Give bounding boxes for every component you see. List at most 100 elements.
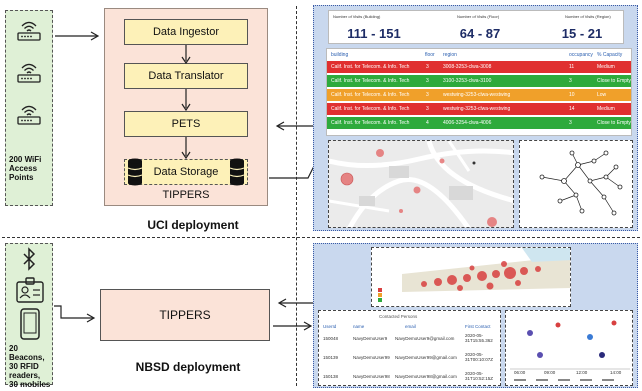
timeline-tick: 06:00 [514,370,526,375]
kpi-value: 111 - 151 [347,26,401,41]
vertical-separator [296,6,297,386]
kpi-title: Number of Visits (Region) [565,14,611,19]
graph-drawing [539,150,623,216]
table-header-occupancy[interactable]: occupancy [569,52,593,58]
contacted-persons-table: Contacted Persons UserId name email Firs… [318,310,501,386]
cell-region: 3008-3253-clwa-3008 [443,64,492,70]
cell-floor: 4 [426,120,429,126]
occupancy-table: building floor region occupancy % Capaci… [326,48,632,136]
cell-occupancy: 11 [569,64,575,70]
contact-name: NavyDemoUser99 [353,355,390,360]
cell-floor: 3 [426,92,429,98]
rfid-card-icon [16,277,44,303]
table-row: Calif. Inst. for Telecom. & Info. Tech 3… [327,61,631,73]
uci-devices-label: 200 WiFi Access Points [9,155,42,182]
contact-email: NavyDemoUser98@gmail.com [395,374,457,379]
arrow-dashboard-to-uci [275,121,316,131]
contact-userid: 150048 [323,336,339,341]
contacts-header-first-contact[interactable]: First Contact [465,324,491,329]
cell-region: westwing-3253-clwa-westwing [443,106,511,112]
wifi-ap-icon [17,63,41,83]
nbsd-caption: NBSD deployment [135,360,241,374]
table-row: Calif. Inst. for Telecom. & Info. Tech 4… [327,117,631,129]
cell-floor: 3 [426,106,429,112]
cell-region: 3100-3253-clwa-3100 [443,78,492,84]
timeline-tick: 12:00 [576,370,588,375]
cell-building: Calif. Inst. for Telecom. & Info. Tech [331,78,410,84]
data-storage-block: Data Storage [124,159,248,185]
contact-name: NavyDemoUser98 [353,374,390,379]
nbsd-floor-map[interactable] [371,247,571,307]
contact-timeline[interactable]: 06:00 09:00 12:00 14:00 [505,310,633,386]
uci-devices-box: 200 WiFi Access Points [5,10,53,206]
table-header-building[interactable]: building [331,52,349,58]
contact-email: NavyDemoUser9@gmail.com [395,336,455,341]
data-storage-label: Data Storage [153,166,219,178]
timeline-tick: 14:00 [610,370,622,375]
cell-occupancy: 10 [569,92,575,98]
contact-userid: 150139 [323,355,339,360]
kpi-title: Number of Visits (Floor) [457,14,500,19]
uci-caption: UCI deployment [147,218,239,232]
cell-building: Calif. Inst. for Telecom. & Info. Tech [331,64,410,70]
table-row: Calif. Inst. for Telecom. & Info. Tech 3… [327,103,631,115]
table-header-region[interactable]: region [443,52,457,58]
cell-capacity: Medium [597,106,615,112]
kpi-value: 15 - 21 [561,26,603,41]
contact-name: NavyDemoUser9 [353,336,388,341]
cell-floor: 3 [426,78,429,84]
data-ingestor-block: Data Ingestor [124,19,248,45]
cell-capacity: Low [597,92,607,98]
cell-region: 4006-3254-clwa-4006 [443,120,492,126]
kpi-title: Number of Visits (Building) [333,14,381,19]
contacts-title: Contacted Persons [379,314,418,319]
cell-capacity: Close to Empty [597,78,631,84]
pipeline-arrows [181,45,191,160]
cell-capacity: Medium [597,64,615,70]
nbsd-devices-box: 20 Beacons, 30 RFID readers, 30 mobiles [5,243,53,389]
mobile-phone-icon [20,308,40,340]
nbsd-tippers-panel: TIPPERS [100,289,270,341]
pets-block: PETS [124,111,248,137]
wifi-ap-icon [17,105,41,125]
horizontal-separator [2,237,640,238]
cell-building: Calif. Inst. for Telecom. & Info. Tech [331,106,410,112]
contact-userid: 150138 [323,374,339,379]
arrow-nbsd-to-dashboard [273,321,313,331]
bluetooth-icon [23,247,36,271]
uci-tippers-label: TIPPERS [162,189,210,201]
arrow-dashboard-to-nbsd [277,298,316,308]
contacts-header-email[interactable]: email [405,324,416,329]
table-row: Calif. Inst. for Telecom. & Info. Tech 3… [327,75,631,87]
table-header-floor[interactable]: floor [425,52,435,58]
cell-capacity: Close to Empty [597,120,631,126]
cell-building: Calif. Inst. for Telecom. & Info. Tech [331,92,410,98]
contact-first: 2020-05-31T15:55.362 [465,333,493,343]
table-header-capacity[interactable]: % Capacity [597,52,623,58]
cell-occupancy: 14 [569,106,575,112]
kpi-value: 64 - 87 [459,26,501,41]
timeline-tick: 09:00 [544,370,556,375]
nbsd-devices-label: 20 Beacons, 30 RFID readers, 30 mobiles [9,344,51,389]
occupancy-map[interactable] [328,140,514,228]
wifi-ap-icon [17,21,41,41]
kpi-card: Number of Visits (Building) Number of Vi… [328,10,624,44]
floor-map-drawing [378,248,570,302]
contact-first: 2020-05-31T10:52:15Z [465,371,494,381]
cell-region: westwing-3253-clwa-westwing [443,92,511,98]
database-icon [229,158,245,186]
cell-floor: 3 [426,64,429,70]
network-graph[interactable] [519,140,633,228]
contact-email: NavyDemoUser99@gmail.com [395,355,457,360]
timeline-drawing [510,320,630,381]
cell-occupancy: 3 [569,78,572,84]
contact-first: 2020-05-31T00:10:07Z [465,352,494,362]
contacts-header-userid[interactable]: UserId [323,324,337,329]
map-drawing [329,141,513,227]
arrow-devices-to-nbsd [54,305,96,323]
table-row: Calif. Inst. for Telecom. & Info. Tech 3… [327,89,631,101]
nbsd-tippers-label: TIPPERS [159,308,211,322]
cell-building: Calif. Inst. for Telecom. & Info. Tech [331,120,410,126]
arrow-devices-to-uci [55,31,100,41]
contacts-header-name[interactable]: name [353,324,365,329]
